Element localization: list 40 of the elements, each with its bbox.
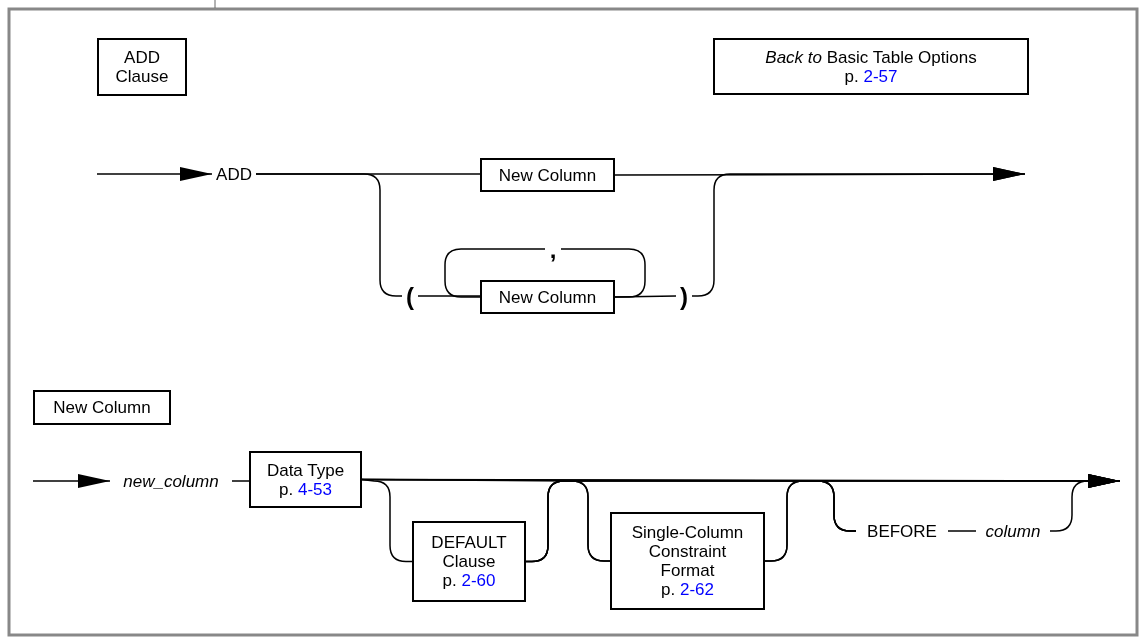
box-label: New Column	[498, 165, 597, 185]
box-label: Data Type	[266, 460, 345, 480]
syntax-arrow	[96, 167, 213, 181]
syntax-line	[361, 478, 413, 563]
syntax-line	[444, 248, 546, 298]
variable-name: new_column	[110, 470, 232, 492]
page-link: 2-62	[679, 580, 714, 599]
page-prefix: p.	[844, 66, 859, 86]
box-label: Back to Basic Table Options	[765, 47, 977, 67]
box-label: New Column	[53, 398, 151, 417]
syntax-box	[480, 280, 615, 314]
box-label: New Column	[498, 287, 597, 307]
syntax-line	[947, 530, 977, 532]
punctuation-symbol: ,	[545, 236, 561, 262]
keyword: BEFORE	[856, 519, 948, 543]
syntax-box	[33, 390, 171, 425]
syntax-box	[412, 521, 526, 602]
syntax-box	[249, 451, 362, 508]
page-prefix: p.	[279, 479, 294, 499]
syntax-line	[560, 248, 646, 298]
page-link: 4-53	[297, 479, 332, 499]
syntax-arrow	[1049, 474, 1121, 532]
syntax-line	[231, 480, 250, 482]
syntax-box	[97, 38, 187, 96]
syntax-arrow	[32, 474, 111, 488]
syntax-arrow	[691, 167, 1026, 297]
keyword: ADD	[212, 163, 256, 185]
box-label: ADD Clause	[114, 48, 170, 86]
page-link: 2-60	[461, 571, 496, 590]
punctuation-symbol: (	[402, 281, 418, 311]
variable-name: column	[976, 519, 1050, 543]
punctuation-symbol: )	[676, 281, 692, 311]
syntax-box	[480, 158, 615, 192]
page-prefix: p.	[442, 571, 457, 590]
syntax-line	[255, 173, 403, 297]
syntax-line	[417, 295, 481, 297]
syntax-box	[713, 38, 1029, 95]
page-prefix: p.	[661, 580, 676, 599]
page-link: 2-57	[863, 66, 898, 86]
syntax-box	[610, 512, 765, 610]
